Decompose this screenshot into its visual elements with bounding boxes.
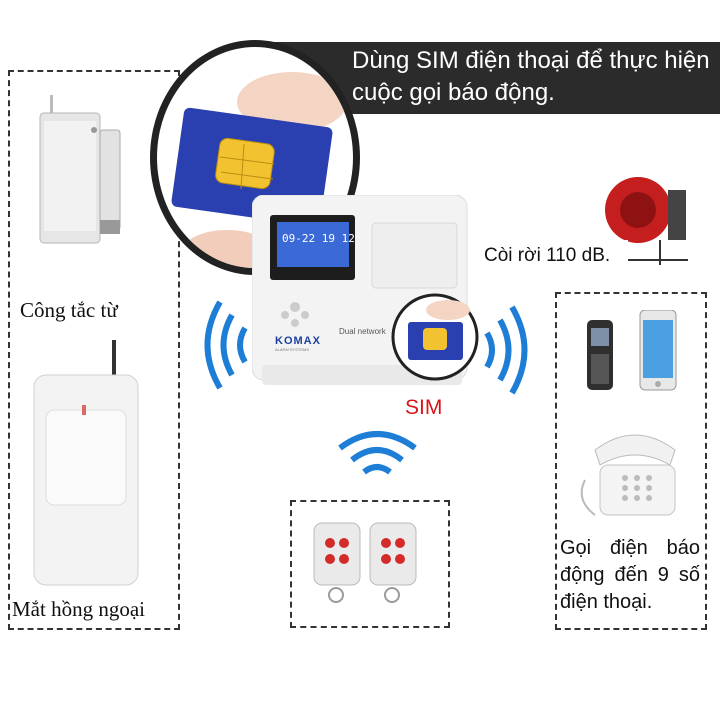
remote-controls-image <box>313 522 417 603</box>
pir-sensor-label: Mắt hồng ngoại <box>12 597 145 621</box>
sim-label: SIM <box>405 396 443 419</box>
phone-call-box <box>555 292 707 630</box>
smartphone-image <box>639 310 677 391</box>
desk-telephone-image <box>580 434 676 516</box>
feature-phone-image <box>587 320 613 390</box>
wireless-signal-left-icon <box>204 300 248 390</box>
lcd-display-time: 09-22 19 12 <box>282 232 355 245</box>
wireless-signal-right-icon <box>484 305 528 395</box>
banner-text: Dùng SIM điện thoại để thực hiện cuộc gọ… <box>352 47 710 106</box>
sim-insert-circle <box>391 293 479 381</box>
magnetic-sensor-label: Công tắc từ <box>20 298 118 322</box>
remote-controls-box <box>290 500 450 628</box>
call-label: Gọi điện báo động đến 9 số điện thoại. <box>560 537 700 613</box>
magnetic-door-sensor-image <box>39 95 121 244</box>
pir-motion-sensor-image <box>33 340 139 586</box>
siren-label-box <box>478 240 628 272</box>
siren-label: Còi rời 110 dB. <box>484 245 611 266</box>
panel-brand-subtitle: ALARM SYSTEMS <box>275 347 310 352</box>
panel-network-text: Dual network <box>339 327 386 336</box>
sensors-box <box>8 70 180 630</box>
wireless-signal-bottom-icon <box>338 431 417 475</box>
siren-image <box>605 177 688 265</box>
panel-brand-logo: KOMAX <box>275 335 321 347</box>
